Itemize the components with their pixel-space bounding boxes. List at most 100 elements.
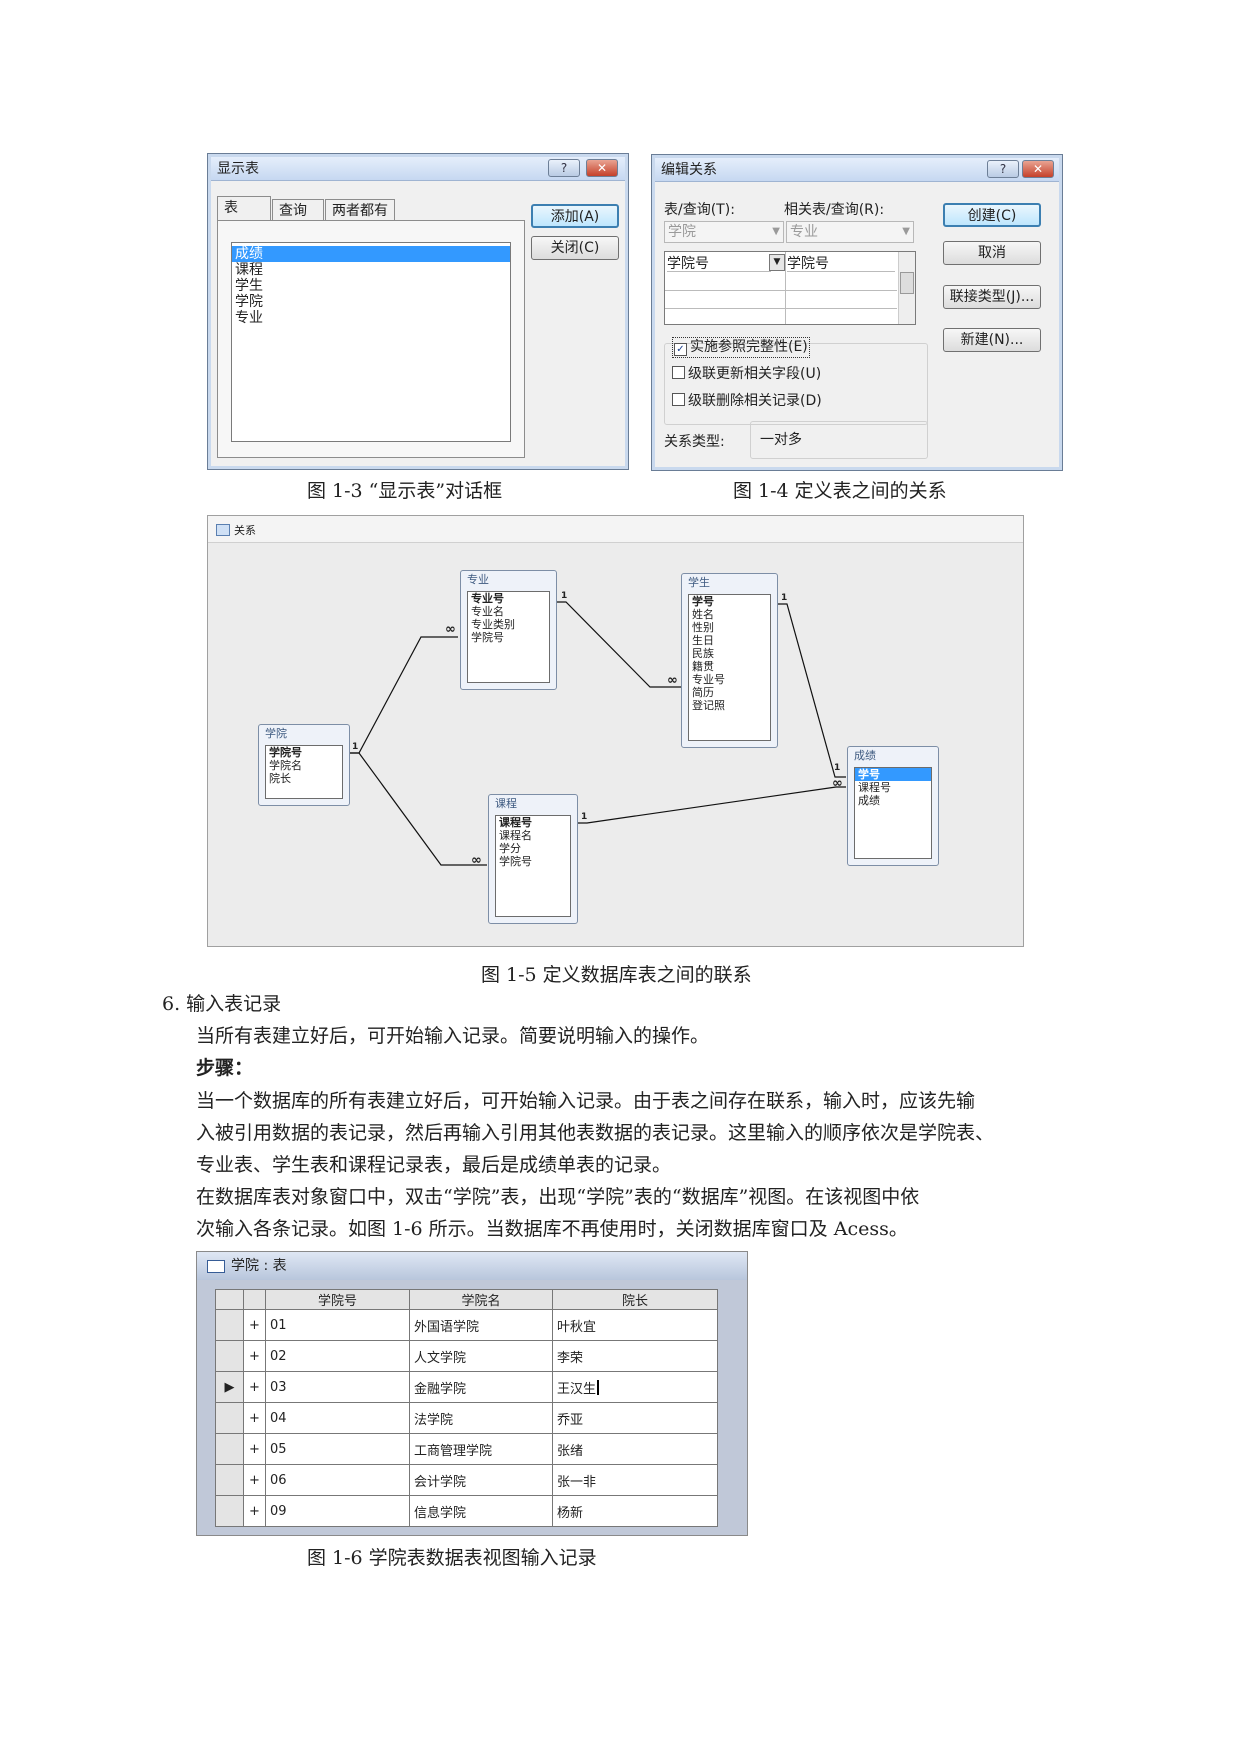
table-select[interactable]: 学院▼	[664, 221, 784, 243]
cell-id[interactable]: 01	[265, 1309, 410, 1341]
field-item[interactable]: 性别	[692, 621, 714, 634]
table-box-college[interactable]: 学院 学院号 学院名 院长	[258, 724, 350, 806]
field-item[interactable]: 简历	[692, 686, 714, 699]
cell-id[interactable]: 03	[265, 1371, 410, 1403]
cell-id[interactable]: 06	[265, 1464, 410, 1496]
table-row[interactable]: ▶ + 03 金融学院 王汉生	[215, 1371, 718, 1403]
list-item[interactable]: 成绩	[232, 246, 510, 262]
table-row[interactable]: + 06 会计学院 张一非	[215, 1464, 718, 1496]
row-selector[interactable]	[215, 1464, 244, 1496]
table-box-major[interactable]: 专业 专业号 专业名 专业类别 学院号	[460, 570, 557, 690]
table-row[interactable]: + 02 人文学院 李荣	[215, 1340, 718, 1372]
field-item[interactable]: 籍贯	[692, 660, 714, 673]
tab-both[interactable]: 两者都有	[325, 199, 395, 221]
expand-icon[interactable]: +	[243, 1495, 266, 1527]
cell-name[interactable]: 人文学院	[409, 1340, 553, 1372]
field-item[interactable]: 生日	[692, 634, 714, 647]
cell-id[interactable]: 09	[265, 1495, 410, 1527]
field-item[interactable]: 专业号	[471, 592, 504, 605]
field-item[interactable]: 专业类别	[471, 618, 515, 631]
field-item[interactable]: 课程号	[499, 816, 532, 829]
close-icon[interactable]: ✕	[586, 159, 618, 177]
related-select[interactable]: 专业▼	[786, 221, 914, 243]
chevron-down-icon[interactable]: ▼	[769, 254, 785, 271]
column-header[interactable]: 学院号	[265, 1289, 410, 1310]
field-item[interactable]: 院长	[269, 772, 291, 785]
field-item[interactable]: 课程号	[858, 781, 891, 794]
table-row[interactable]: + 05 工商管理学院 张绪	[215, 1433, 718, 1465]
cell-id[interactable]: 02	[265, 1340, 410, 1372]
cell-name[interactable]: 法学院	[409, 1402, 553, 1434]
table-row[interactable]: + 04 法学院 乔亚	[215, 1402, 718, 1434]
cell-dean[interactable]: 叶秋宜	[552, 1309, 718, 1341]
field-right[interactable]: 学院号	[787, 253, 895, 272]
cell-dean[interactable]: 张一非	[552, 1464, 718, 1496]
row-selector[interactable]	[215, 1495, 244, 1527]
list-item[interactable]: 专业	[235, 310, 263, 326]
row-selector[interactable]	[215, 1340, 244, 1372]
field-item[interactable]: 课程名	[499, 829, 532, 842]
cell-dean[interactable]: 张绪	[552, 1433, 718, 1465]
table-box-course[interactable]: 课程 课程号 课程名 学分 学院号	[488, 794, 578, 924]
row-selector[interactable]	[215, 1433, 244, 1465]
field-item[interactable]: 学院号	[269, 746, 302, 759]
expand-icon[interactable]: +	[243, 1433, 266, 1465]
cell-dean[interactable]: 杨新	[552, 1495, 718, 1527]
expand-icon[interactable]: +	[243, 1309, 266, 1341]
cell-id[interactable]: 04	[265, 1402, 410, 1434]
table-box-student[interactable]: 学生 学号 姓名 性别 生日 民族 籍贯 专业号 简历 登记照	[681, 573, 778, 748]
field-item[interactable]: 学号	[855, 768, 931, 781]
field-item[interactable]: 登记照	[692, 699, 725, 712]
field-item[interactable]: 成绩	[858, 794, 880, 807]
field-left[interactable]: 学院号	[667, 253, 771, 272]
field-item[interactable]: 学院号	[471, 631, 504, 644]
create-button[interactable]: 创建(C)	[943, 203, 1041, 227]
cell-dean[interactable]: 李荣	[552, 1340, 718, 1372]
cancel-button[interactable]: 取消	[943, 241, 1041, 265]
expand-icon[interactable]: +	[243, 1371, 266, 1403]
row-selector[interactable]	[215, 1309, 244, 1341]
tab-queries[interactable]: 查询	[272, 199, 324, 221]
table-list[interactable]: 成绩 课程 学生 学院 专业	[231, 242, 511, 442]
field-item[interactable]: 学院号	[499, 855, 532, 868]
field-grid[interactable]: 学院号 ▼ 学院号	[664, 251, 916, 325]
expand-icon[interactable]: +	[243, 1340, 266, 1372]
cascade-update-checkbox[interactable]: 级联更新相关字段(U)	[672, 366, 821, 382]
field-item[interactable]: 民族	[692, 647, 714, 660]
corner-cell[interactable]	[215, 1289, 244, 1310]
row-selector[interactable]	[215, 1402, 244, 1434]
column-header[interactable]: 院长	[552, 1289, 718, 1310]
expand-icon[interactable]: +	[243, 1464, 266, 1496]
row-selector-current[interactable]: ▶	[215, 1371, 244, 1403]
table-row[interactable]: + 01 外国语学院 叶秋宜	[215, 1309, 718, 1341]
table-box-score[interactable]: 成绩 学号 课程号 成绩	[847, 746, 939, 866]
field-item[interactable]: 专业名	[471, 605, 504, 618]
new-button[interactable]: 新建(N)...	[943, 328, 1041, 352]
field-item[interactable]: 专业号	[692, 673, 725, 686]
help-icon[interactable]: ?	[548, 159, 580, 177]
help-icon[interactable]: ?	[987, 160, 1019, 178]
cell-name[interactable]: 外国语学院	[409, 1309, 553, 1341]
add-button[interactable]: 添加(A)	[531, 204, 619, 228]
cell-id[interactable]: 05	[265, 1433, 410, 1465]
field-item[interactable]: 学分	[499, 842, 521, 855]
close-button[interactable]: 关闭(C)	[531, 236, 619, 260]
cell-name[interactable]: 会计学院	[409, 1464, 553, 1496]
column-header[interactable]: 学院名	[409, 1289, 553, 1310]
cascade-delete-checkbox[interactable]: 级联删除相关记录(D)	[672, 393, 822, 409]
cell-name[interactable]: 信息学院	[409, 1495, 553, 1527]
enforce-integrity-checkbox[interactable]: ✓实施参照完整性(E)	[672, 337, 810, 358]
table-row[interactable]: + 09 信息学院 杨新	[215, 1495, 718, 1527]
tab-tables[interactable]: 表	[217, 196, 271, 221]
field-item[interactable]: 姓名	[692, 608, 714, 621]
join-type-button[interactable]: 联接类型(J)...	[943, 285, 1041, 309]
cell-dean[interactable]: 乔亚	[552, 1402, 718, 1434]
expand-icon[interactable]: +	[243, 1402, 266, 1434]
field-item[interactable]: 学院名	[269, 759, 302, 772]
list-item[interactable]: 学生	[235, 278, 263, 294]
list-item[interactable]: 学院	[235, 294, 263, 310]
field-item[interactable]: 学号	[692, 595, 714, 608]
list-item[interactable]: 课程	[235, 262, 263, 278]
scrollbar-thumb[interactable]	[900, 272, 914, 294]
cell-name[interactable]: 金融学院	[409, 1371, 553, 1403]
